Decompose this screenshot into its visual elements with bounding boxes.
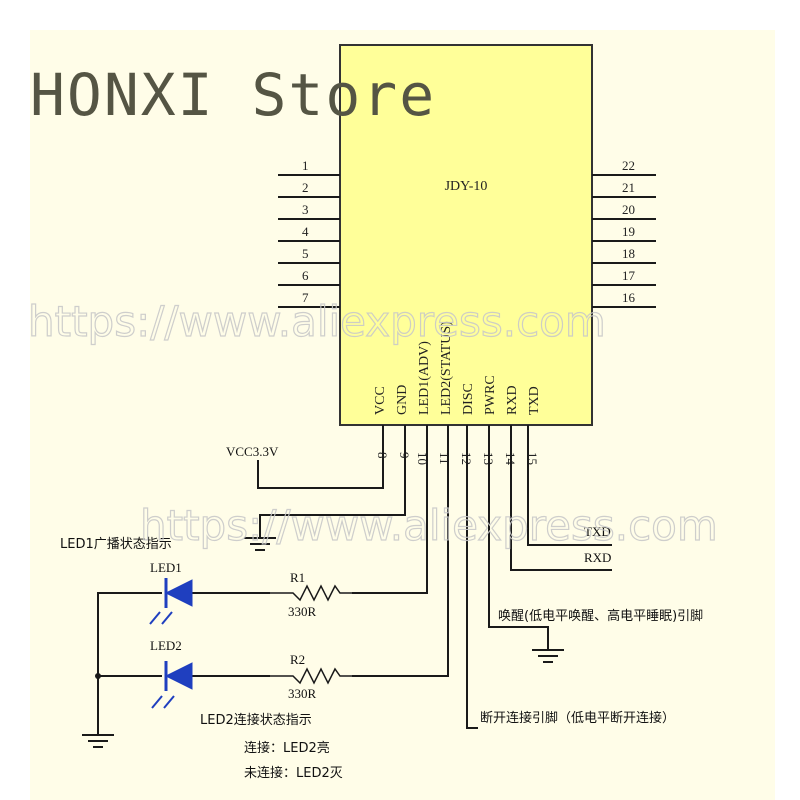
rxd-label: RXD	[584, 550, 611, 565]
pwrc-wire	[488, 425, 549, 650]
led1-description: LED1广播状态指示	[60, 537, 172, 552]
connected-status: 连接：LED2亮	[244, 740, 330, 756]
led1-wire	[352, 425, 428, 594]
not-connected-status: 未连接：LED2灭	[244, 765, 343, 781]
led1-label: LED1	[150, 560, 182, 575]
right-pin-number: 21	[622, 180, 635, 195]
right-pins: 22 21 20 19 18 17 16	[592, 158, 656, 308]
pin-signal-disc: DISC	[461, 383, 476, 415]
annotation-labels: VCC3.3V TXD RXD LED1广播状态指示 LED1 LED2 R1 …	[60, 444, 703, 781]
left-pin-number: 4	[302, 224, 309, 239]
led2-diode-icon	[164, 662, 193, 690]
pin-signal-led1: LED1(ADV)	[417, 341, 432, 415]
led2-light-arrow-icon	[151, 695, 163, 709]
ground-icon	[82, 734, 114, 748]
right-pin-number: 17	[622, 268, 636, 283]
led-common-wire	[97, 592, 162, 735]
right-pin-number: 20	[622, 202, 635, 217]
pwrc-description: 唤醒(低电平唤醒、高电平睡眠)引脚	[498, 608, 703, 624]
left-pin-number: 1	[302, 158, 309, 173]
watermark-text: https://www.aliexpress.com	[28, 297, 606, 346]
right-pin-number: 16	[622, 290, 636, 305]
txd-label: TXD	[584, 524, 611, 539]
disc-description: 断开连接引脚（低电平断开连接）	[480, 710, 675, 726]
disc-wire	[466, 425, 478, 729]
module-name: JDY-10	[445, 179, 488, 194]
vcc-wire	[257, 425, 384, 489]
store-banner: HONXI Store	[30, 61, 436, 129]
bottom-pin-signals: VCC GND LED1(ADV) LED2(STATUS) DISC PWRC…	[373, 321, 542, 415]
rxd-wire	[510, 425, 612, 571]
r1-resistor	[270, 584, 352, 602]
led2-label: LED2	[150, 638, 182, 653]
pin-signal-pwrc: PWRC	[483, 375, 498, 415]
led2-wire	[352, 425, 449, 677]
led2-symbol	[151, 661, 193, 709]
ground-icon	[532, 649, 564, 663]
led1-diode-icon	[164, 579, 193, 607]
led2-light-arrow-icon	[163, 695, 175, 709]
pin-signal-vcc: VCC	[373, 386, 388, 415]
led1-light-arrow-icon	[161, 611, 173, 625]
pin-signal-txd: TXD	[527, 386, 542, 415]
ground-icon	[244, 537, 276, 551]
pin-signal-gnd: GND	[395, 385, 410, 415]
right-pin-number: 22	[622, 158, 635, 173]
left-pins: 1 2 3 4 5 6 7	[278, 158, 340, 308]
left-pin-number: 2	[302, 180, 309, 195]
left-pin-number: 6	[302, 268, 309, 283]
vcc-label: VCC3.3V	[226, 444, 279, 459]
left-pin-number: 7	[302, 290, 309, 305]
right-pin-number: 18	[622, 246, 635, 261]
r2-resistor	[270, 667, 352, 685]
r1-label: R1	[290, 570, 305, 585]
watermark-text: https://www.aliexpress.com	[140, 501, 718, 550]
led2-description: LED2连接状态指示	[200, 712, 312, 728]
pin-signal-led2: LED2(STATUS)	[439, 321, 454, 415]
pin-signal-rxd: RXD	[505, 385, 520, 415]
left-pin-number: 5	[302, 246, 309, 261]
ground-symbols	[82, 537, 564, 748]
r1-value: 330R	[288, 604, 317, 619]
junction-dot	[95, 673, 101, 679]
pin-number: 11	[437, 452, 452, 465]
r2-label: R2	[290, 652, 305, 667]
gnd-wire	[259, 425, 406, 538]
led1-symbol	[149, 578, 193, 625]
wires	[95, 425, 612, 735]
left-pin-number: 3	[302, 202, 309, 217]
led1-light-arrow-icon	[149, 611, 161, 625]
r2-value: 330R	[288, 686, 317, 701]
right-pin-number: 19	[622, 224, 635, 239]
txd-wire	[527, 425, 612, 546]
